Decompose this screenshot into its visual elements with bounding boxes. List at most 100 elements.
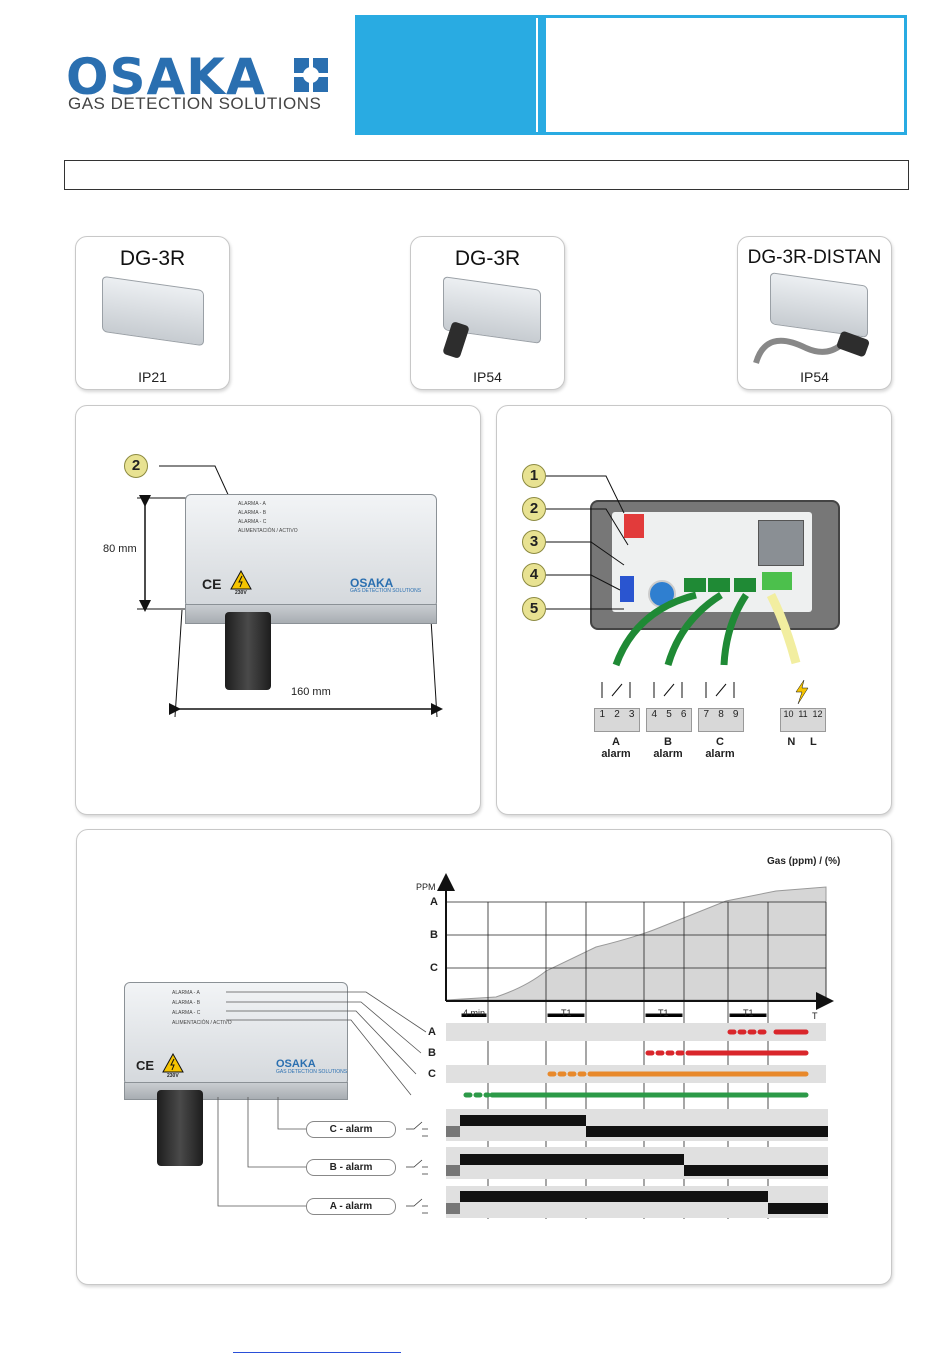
led-labels: ALARMA - A ALARMA - B ALARMA - C ALIMENT…	[238, 500, 298, 536]
model-card-2: DG-3R IP54	[410, 236, 565, 390]
title-accent-stripe	[538, 18, 546, 132]
voltage-label: 230V	[167, 1073, 179, 1079]
pin: 4	[651, 709, 658, 720]
pin: 8	[718, 709, 724, 720]
t1-label: T1	[658, 1008, 669, 1018]
lightning-icon	[795, 679, 809, 705]
level-b: B	[430, 929, 438, 941]
logo-mark-icon	[294, 58, 328, 92]
terminal-sub: alarm	[705, 748, 735, 760]
model-name: DG-3R	[454, 247, 521, 270]
gas-curve	[445, 886, 827, 1001]
row-a-label: A	[428, 1026, 436, 1038]
terminal-letter: C	[716, 736, 724, 748]
timing-device-enclosure	[124, 982, 348, 1086]
terminal-sub: alarm	[601, 748, 631, 760]
row-band-a	[446, 1023, 826, 1041]
terminal-sub: L	[809, 736, 817, 748]
device-photo	[102, 275, 204, 347]
led-label: ALIMENTACIÓN / ACTIVO	[238, 528, 298, 534]
model-name: DG-3R	[119, 247, 186, 270]
led-label: ALARMA - B	[172, 1000, 201, 1006]
led-label: ALARMA - A	[238, 501, 266, 507]
model-name: DG-3R-DISTAN	[747, 247, 882, 268]
terminal-a	[684, 578, 706, 592]
ppm-axis-label: PPM	[416, 882, 436, 892]
terminal-sub: alarm	[653, 748, 683, 760]
pin: 2	[614, 709, 620, 720]
callout-5: 5	[522, 597, 546, 621]
sensor-probe-icon	[157, 1090, 203, 1166]
model-card-1: DG-3R IP21	[75, 236, 230, 390]
timing-diagram	[217, 873, 834, 1219]
transformer	[758, 520, 804, 566]
warning-icon	[230, 570, 252, 590]
terminal-letter: A	[612, 736, 620, 748]
terminal-power	[762, 572, 792, 590]
delay-label: 4 min	[463, 1008, 486, 1018]
callout-2: 2	[522, 497, 546, 521]
pin: 1	[599, 709, 606, 720]
title-accent-block	[358, 18, 536, 132]
device-enclosure	[185, 494, 437, 608]
relay-a-tag: A - alarm	[306, 1198, 396, 1215]
row-b-label: B	[428, 1047, 436, 1059]
device-brand: OSAKA	[276, 1058, 316, 1070]
sensor-probe-icon	[225, 612, 271, 690]
timing-led-labels: ALARMA - A ALARMA - B ALARMA - C ALIMENT…	[172, 988, 232, 1028]
brand-logo: OSAKA	[66, 48, 266, 106]
potentiometer	[620, 576, 634, 602]
pin: 10	[783, 709, 794, 719]
relay-c-tag: C - alarm	[306, 1121, 396, 1138]
remote-cable-icon	[753, 331, 870, 364]
footer-link-underline[interactable]	[233, 1352, 401, 1353]
pin: 3	[628, 709, 635, 720]
pin: 5	[666, 709, 672, 720]
voltage-label: 230V	[235, 590, 247, 596]
callout-2: 2	[124, 454, 148, 478]
pin: 7	[703, 709, 710, 720]
subtitle-band	[64, 160, 909, 190]
row-c-label: C	[428, 1068, 436, 1080]
callout-3: 3	[522, 530, 546, 554]
device-tagline: GAS DETECTION SOLUTIONS	[276, 1069, 348, 1075]
terminal-c	[734, 578, 756, 592]
callout-1: 1	[522, 464, 546, 488]
level-c: C	[430, 962, 438, 974]
width-label: 160 mm	[291, 686, 331, 698]
model-rating: IP54	[473, 369, 502, 385]
device-base	[185, 604, 437, 624]
led-label: ALARMA - B	[238, 510, 267, 516]
height-label: 80 mm	[103, 543, 137, 555]
ce-mark: CE	[202, 576, 222, 592]
gas-curve-label: Gas (ppm) / (%)	[767, 856, 841, 867]
wiring-leaders	[546, 475, 801, 667]
pin: 6	[680, 709, 687, 720]
time-axis-label: T	[812, 1011, 818, 1021]
relay-b-tag: B - alarm	[306, 1159, 396, 1176]
pin: 9	[732, 709, 739, 720]
led-label: ALARMA - A	[172, 990, 200, 996]
model-card-3: DG-3R-DISTAN IP54	[737, 236, 892, 390]
terminal-letter: B	[664, 736, 672, 748]
model-rating: IP54	[800, 369, 829, 385]
relay-contact-icons	[601, 679, 809, 705]
warning-icon	[162, 1053, 184, 1073]
led-label: ALARMA - C	[238, 519, 267, 525]
dimension-lines	[137, 465, 443, 718]
pin: 12	[812, 709, 823, 719]
model-rating: IP21	[138, 369, 167, 385]
t1-label: T1	[561, 1008, 572, 1018]
terminal-letter: N	[787, 736, 796, 748]
device-tagline: GAS DETECTION SOLUTIONS	[350, 588, 422, 594]
t1-label: T1	[743, 1008, 754, 1018]
pin: 11	[798, 709, 808, 719]
